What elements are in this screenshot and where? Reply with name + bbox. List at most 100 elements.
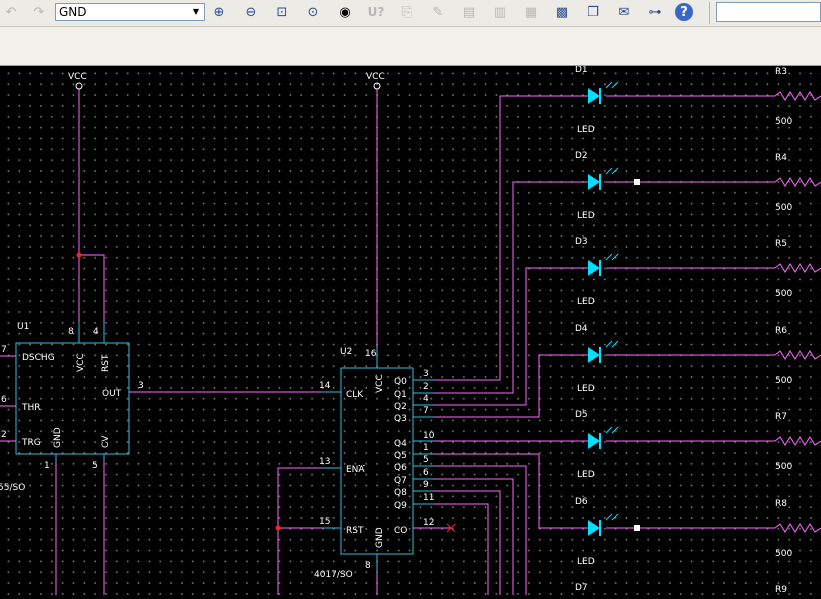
led-ref: D2 (575, 151, 588, 161)
chevron-down-icon[interactable]: ▼ (192, 7, 200, 16)
svg-text:CLK: CLK (346, 390, 364, 400)
led-part: LED (577, 297, 595, 307)
svg-text:Q6: Q6 (394, 463, 407, 473)
svg-text:3: 3 (138, 381, 144, 391)
svg-text:11: 11 (423, 493, 434, 503)
svg-text:15: 15 (319, 517, 330, 527)
svg-text:13: 13 (319, 457, 330, 467)
led-ref: D4 (575, 324, 588, 334)
resistor-zigzag-icon (774, 263, 821, 273)
resistor-zigzag-icon (774, 436, 821, 446)
led-diode-icon (588, 260, 600, 276)
svg-text:4017/SO: 4017/SO (314, 570, 353, 580)
svg-text:VCC: VCC (76, 353, 86, 372)
led-ref: D6 (575, 497, 588, 507)
led-ref: D5 (575, 410, 588, 420)
svg-text:7: 7 (423, 406, 429, 416)
pin-endpoint (634, 179, 640, 185)
led-ref: D3 (575, 237, 588, 247)
svg-text:1: 1 (44, 461, 50, 471)
zoom-area-icon[interactable]: ⊡ (276, 4, 288, 20)
svg-text:16: 16 (365, 349, 377, 359)
edit-icon[interactable]: ✎ (432, 4, 444, 20)
svg-text:DSCHG: DSCHG (22, 353, 55, 363)
svg-text:9: 9 (423, 480, 429, 490)
resistor-ref: R3 (775, 67, 787, 77)
svg-text:14: 14 (319, 381, 331, 391)
grid-icon[interactable]: ▩ (555, 4, 569, 20)
svg-text:GND: GND (375, 527, 385, 548)
led-ref: D7 (575, 583, 588, 593)
svg-text:Q4: Q4 (394, 439, 407, 449)
svg-text:8: 8 (68, 327, 74, 337)
svg-text:5: 5 (92, 461, 98, 471)
svg-text:VCC: VCC (375, 374, 385, 393)
resistor-ref: R9 (775, 585, 787, 595)
resistor-ref: R6 (775, 326, 787, 336)
resistor-r3[interactable]: R3 500 (774, 67, 821, 127)
svg-text:4: 4 (423, 394, 429, 404)
svg-text:3: 3 (423, 369, 429, 379)
svg-text:Q0: Q0 (394, 377, 407, 387)
copy-icon[interactable]: ❐ (587, 4, 599, 20)
led-diode-icon (588, 174, 600, 190)
svg-text:U2: U2 (340, 347, 352, 357)
svg-text:12: 12 (423, 518, 434, 528)
resistor-r8[interactable]: R8 500 (774, 499, 821, 559)
led-d7[interactable]: D7 (575, 583, 618, 595)
hierarchy-icon[interactable]: ⊶ (648, 4, 662, 20)
led-diode-icon (588, 347, 600, 363)
svg-text:VCC: VCC (68, 72, 87, 82)
resistor-zigzag-icon (774, 523, 821, 533)
led-part: LED (577, 470, 595, 480)
led-ref: D1 (575, 66, 588, 75)
net-selector[interactable]: GND ▼ (55, 3, 205, 21)
resistor-value: 500 (775, 549, 792, 559)
u2-counter-ic[interactable]: U2 CLK ENA RST VCC GND Q0 Q1 Q2 Q3 Q4 Q5… (314, 347, 435, 580)
document-icon[interactable]: ▤ (462, 4, 476, 20)
schematic-drawing: VCC VCC U1 DSCHG THR TRG OUT VCC RST GND… (0, 65, 821, 595)
led-part: LED (577, 384, 595, 394)
resistor-r9[interactable]: R9 (775, 585, 821, 595)
unknown-help-icon[interactable]: U? (367, 5, 385, 19)
led-part: LED (577, 211, 595, 221)
junction-dot (76, 252, 82, 258)
undo-icon[interactable]: ↶ (5, 4, 17, 20)
columns-icon[interactable]: ▥ (493, 4, 507, 20)
resistor-value: 500 (775, 117, 792, 127)
zoom-in-icon[interactable]: ⊕ (213, 4, 225, 20)
zoom-fit-icon[interactable]: ⊙ (307, 4, 319, 20)
toolbar-separator (709, 2, 710, 24)
svg-text:6: 6 (1, 395, 7, 405)
component-icon[interactable]: ⎘ (401, 4, 413, 20)
u1-timer-ic[interactable]: U1 DSCHG THR TRG OUT VCC RST GND CV 7 6 … (0, 322, 144, 493)
resistor-ref: R8 (775, 499, 787, 509)
svg-text:GND: GND (53, 427, 63, 448)
main-toolbar: ↶ ↷ GND ▼ ⊕ ⊖ ⊡ ⊙ ◉ U? ⎘ ✎ ▤ ▥ ▦ ▩ ❐ ✉ ⊶… (0, 0, 821, 27)
schematic-canvas[interactable]: VCC VCC U1 DSCHG THR TRG OUT VCC RST GND… (0, 65, 821, 595)
zoom-out-icon[interactable]: ⊖ (245, 4, 257, 20)
show-hide-icon[interactable]: ◉ (339, 4, 351, 20)
search-input[interactable] (716, 2, 821, 22)
redo-icon[interactable]: ↷ (33, 4, 45, 20)
resistor-ref: R4 (775, 153, 787, 163)
page-icon[interactable]: ▦ (524, 4, 538, 20)
svg-text:TRG: TRG (21, 438, 41, 448)
comment-icon[interactable]: ✉ (618, 4, 630, 20)
svg-text:VCC: VCC (366, 72, 385, 82)
svg-text:Q3: Q3 (394, 414, 407, 424)
help-icon[interactable]: ? (675, 3, 693, 21)
svg-text:2: 2 (423, 382, 429, 392)
svg-text:CO: CO (394, 526, 407, 536)
svg-text:8: 8 (365, 561, 371, 571)
